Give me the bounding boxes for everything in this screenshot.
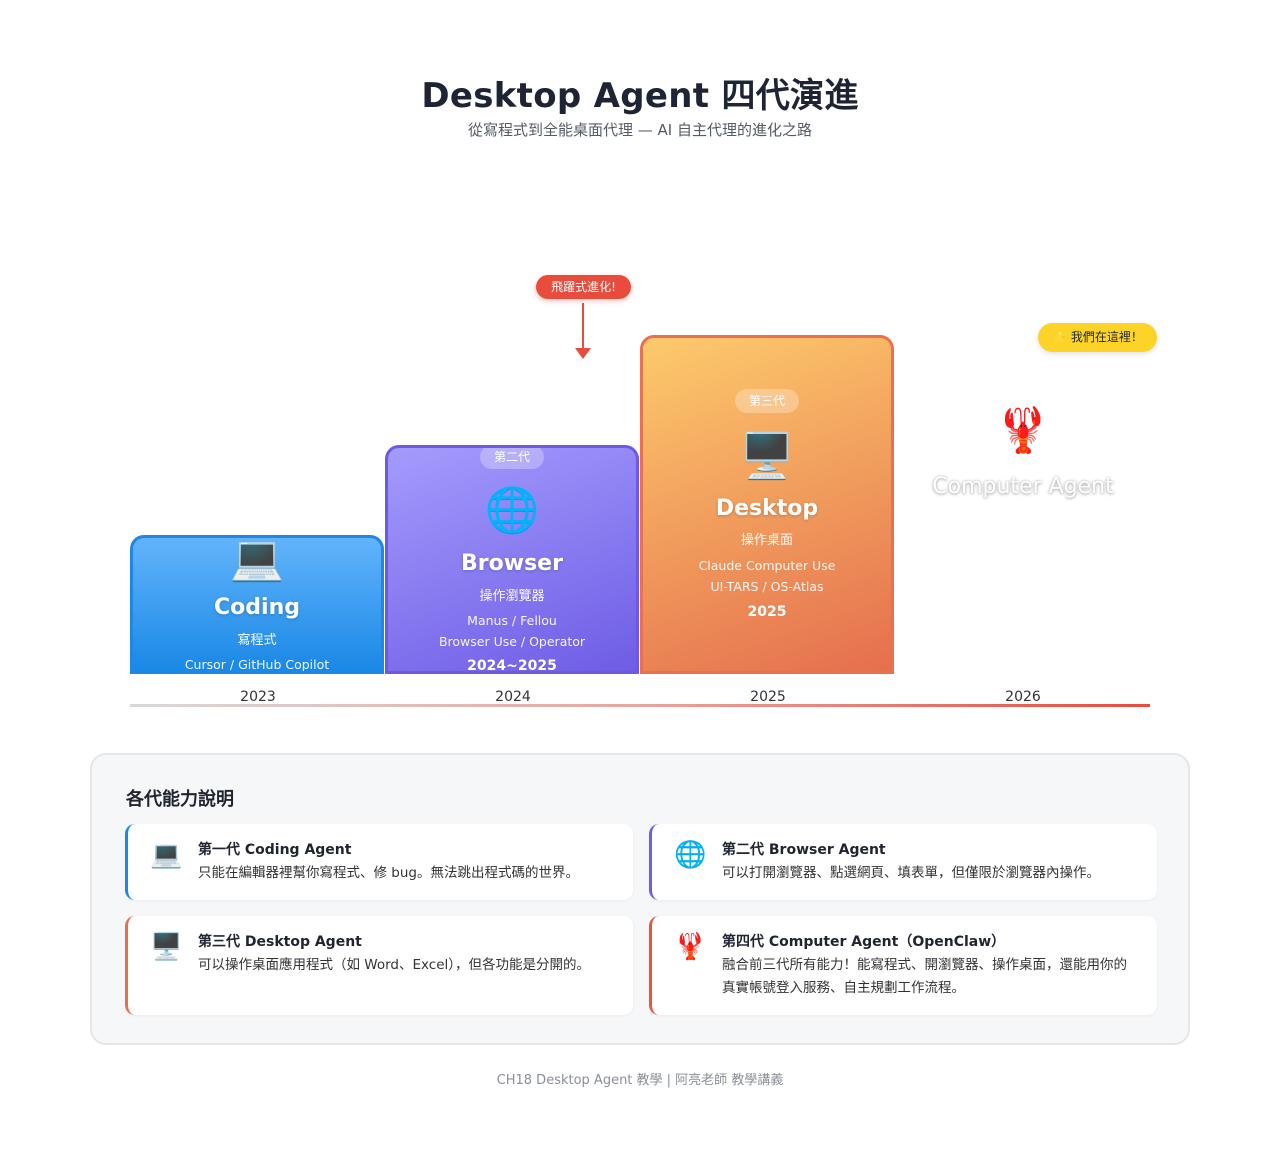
capability-card-coding: 💻 第一代 Coding Agent 只能在編輯器裡幫你寫程式、修 bug。無法… <box>125 824 633 900</box>
generation-tools: Manus / Fellou Browser Use / Operator <box>388 610 636 652</box>
generation-badge: 第二代 <box>479 448 545 469</box>
generation-card-desktop: 第三代 🖥️ Desktop 操作桌面 Claude Computer Use … <box>640 335 894 674</box>
capability-description: 可以操作桌面應用程式（如 Word、Excel），但各功能是分開的。 <box>198 957 591 973</box>
page-subtitle: 從寫程式到全能桌面代理 — AI 自主代理的進化之路 <box>468 121 812 139</box>
laptop-icon: 💻 <box>150 840 183 870</box>
generation-card-browser: 第二代 🌐 Browser 操作瀏覽器 Manus / Fellou Brows… <box>385 445 639 674</box>
capability-heading: 第四代 Computer Agent（OpenClaw） <box>722 934 1006 950</box>
globe-icon: 🌐 <box>484 485 540 536</box>
footer-text: CH18 Desktop Agent 教學 | 阿亮老師 教學講義 <box>496 1073 784 1088</box>
capability-card-desktop: 🖥️ 第三代 Desktop Agent 可以操作桌面應用程式（如 Word、E… <box>125 916 633 1015</box>
generation-name: Desktop <box>715 496 819 521</box>
generation-name: Coding <box>214 595 300 620</box>
desktop-icon: 🖥️ <box>150 932 183 962</box>
capabilities-panel: 各代能力說明 💻 第一代 Coding Agent 只能在編輯器裡幫你寫程式、修… <box>90 753 1190 1045</box>
capability-heading: 第一代 Coding Agent <box>198 842 352 858</box>
we-are-here-badge: ⭐ 我們在這裡！ <box>1038 323 1157 352</box>
capability-card-computer: 🦞 第四代 Computer Agent（OpenClaw） 融合前三代所有能力… <box>649 916 1157 1015</box>
generation-zh: 寫程式 <box>237 633 277 648</box>
capability-heading: 第二代 Browser Agent <box>722 842 886 858</box>
tool-line: Claude Computer Use <box>698 558 836 573</box>
generation-tools: Cursor / GitHub Copilot <box>133 654 381 672</box>
timeline-year: 2024 <box>495 689 531 705</box>
capability-heading: 第三代 Desktop Agent <box>198 934 362 950</box>
capability-description: 可以打開瀏覽器、點選網頁、填表單，但僅限於瀏覽器內操作。 <box>722 865 1100 881</box>
generation-tools: Claude Computer Use UI-TARS / OS-Atlas <box>643 555 891 597</box>
capability-card-browser: 🌐 第二代 Browser Agent 可以打開瀏覽器、點選網頁、填表單，但僅限… <box>649 824 1157 900</box>
tool-line: Cursor / GitHub Copilot <box>184 657 330 672</box>
globe-icon: 🌐 <box>674 840 707 870</box>
timeline-year: 2025 <box>750 689 786 705</box>
page-title: Desktop Agent 四代演進 <box>421 76 859 116</box>
generation-period: 2024~2025 <box>467 658 557 674</box>
capabilities-title: 各代能力說明 <box>126 789 234 810</box>
generation-zh: 操作桌面 <box>740 533 793 548</box>
jump-arrow-line <box>582 303 584 349</box>
generation-name: Browser <box>461 551 563 576</box>
generation-name-computer-agent: Computer Agent <box>932 474 1114 499</box>
tool-line: UI-TARS / OS-Atlas <box>710 579 824 594</box>
generation-card-coding: 💻 Coding 寫程式 Cursor / GitHub Copilot <box>130 535 384 674</box>
generation-badge: 第三代 <box>734 389 800 413</box>
tool-line: Browser Use / Operator <box>438 634 586 649</box>
laptop-icon: 💻 <box>229 535 285 584</box>
timeline-year: 2026 <box>1005 689 1041 705</box>
generation-zh: 操作瀏覽器 <box>479 589 545 604</box>
jump-callout: 飛躍式進化! <box>536 275 631 299</box>
desktop-icon: 🖥️ <box>739 431 795 482</box>
generation-period: 2025 <box>747 604 787 620</box>
timeline-year: 2023 <box>240 689 276 705</box>
timeline-axis <box>130 704 1150 707</box>
arrow-down-icon <box>575 348 591 359</box>
capability-description: 融合前三代所有能力！能寫程式、開瀏覽器、操作桌面，還能用你的真實帳號登入服務、自… <box>722 957 1127 996</box>
lobster-icon: 🦞 <box>674 932 707 962</box>
capability-description: 只能在編輯器裡幫你寫程式、修 bug。無法跳出程式碼的世界。 <box>198 865 579 881</box>
tool-line: Manus / Fellou <box>467 613 557 628</box>
lobster-icon: 🦞 <box>995 405 1051 456</box>
